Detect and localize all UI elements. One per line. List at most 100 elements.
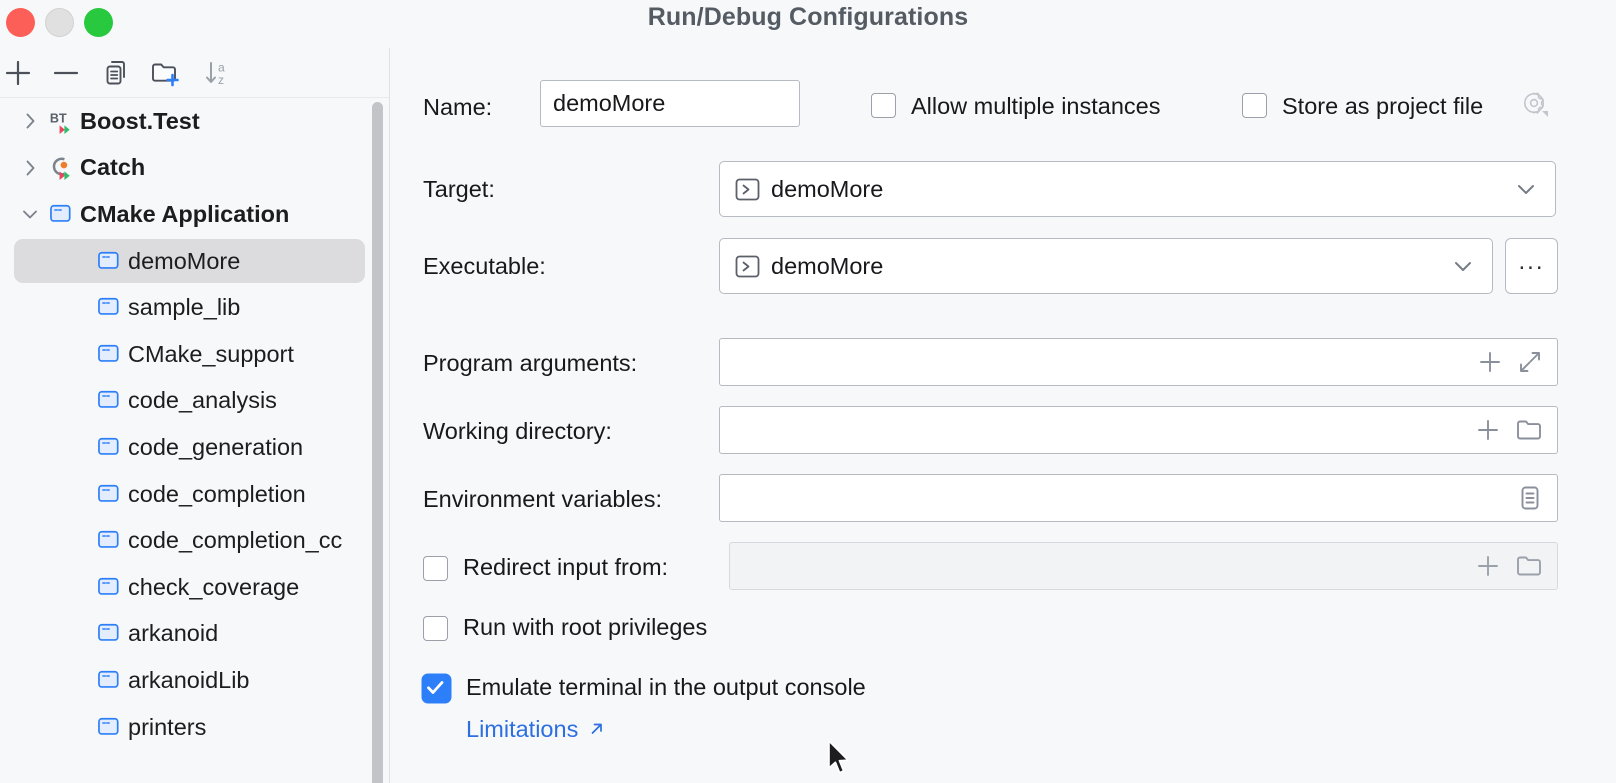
redirect-input-field[interactable] [729,542,1558,590]
project-file-settings-button[interactable] [1523,91,1551,119]
tree-item-label: code_completion_cc [128,527,343,554]
program-arguments-input[interactable] [719,338,1558,386]
environment-variables-label: Environment variables: [423,486,663,512]
tree-item-label: demoMore [128,247,241,274]
chevron-right-icon [26,160,35,176]
tree-item-label: arkanoidLib [128,666,250,693]
run-config-icon [92,713,126,741]
folder-add-icon [152,63,179,87]
redirect-input-label: Redirect input from: [463,554,669,580]
name-label: Name: [423,94,493,120]
run-config-icon [92,527,126,555]
name-input[interactable]: demoMore [540,80,800,127]
configuration-form: Name: demoMore Allow multiple instances … [390,48,1616,783]
run-config-icon [92,433,126,461]
run-config-icon [92,247,126,275]
executable-run-icon [734,253,761,280]
run-config-icon [97,624,119,642]
environment-variables-input[interactable] [719,474,1558,522]
svg-text:z: z [218,73,224,87]
plus-icon [1478,556,1498,576]
tree-expand-toggle[interactable] [16,154,44,182]
allow-multiple-instances-checkbox[interactable] [871,93,896,118]
tree-item-label: printers [128,713,207,740]
folder-icon [1517,556,1541,576]
title-bar: Run/Debug Configurations [0,0,1616,48]
sort-az-icon: a z [206,61,225,87]
program-arguments-expand-button[interactable] [1517,349,1543,375]
tree-item-arkanoid[interactable]: arkanoid [0,611,389,658]
tree-item-sample-lib[interactable]: sample_lib [0,284,389,331]
tree-item-printers[interactable]: printers [0,704,389,751]
new-folder-button[interactable] [148,55,184,91]
emulate-terminal-checkbox[interactable] [424,676,449,701]
window-title: Run/Debug Configurations [647,3,969,31]
tree-item-code-completion[interactable]: code_completion [0,471,389,518]
copy-icon [106,61,125,85]
redirect-input-add-button[interactable] [1475,553,1501,579]
redirect-input-checkbox[interactable] [423,556,448,581]
copy-configuration-button[interactable] [98,55,134,91]
executable-value: demoMore [771,252,884,279]
run-config-icon [92,573,126,601]
tree-item-check-coverage[interactable]: check_coverage [0,564,389,611]
tree-item-code-analysis[interactable]: code_analysis [0,378,389,425]
svg-text:a: a [218,61,225,75]
tree-item-code-generation[interactable]: code_generation [0,424,389,471]
run-config-icon [92,387,126,415]
environment-variables-edit-button[interactable] [1517,484,1543,512]
sidebar-toolbar: a z [0,48,389,98]
target-run-icon [734,176,761,203]
redirect-input-browse-button[interactable] [1515,553,1543,579]
store-as-project-file-checkbox[interactable] [1242,93,1267,118]
executable-chevron-down-icon [1450,253,1476,279]
tree-item-cmake-support[interactable]: CMake_support [0,331,389,378]
tree-item-label: CMake_support [128,340,294,367]
tree-item-label: code_generation [128,433,304,460]
program-arguments-add-button[interactable] [1477,349,1503,375]
executable-browse-button[interactable]: ... [1505,238,1558,294]
catch-icon [44,154,78,182]
plus-icon [1478,420,1498,440]
working-directory-input[interactable] [719,406,1558,454]
maximize-button[interactable] [84,8,113,37]
selection-highlight [14,238,365,284]
target-combobox[interactable]: demoMore [719,161,1556,217]
tree-item-demomore[interactable]: demoMore [0,238,389,285]
mouse-cursor [827,740,853,778]
remove-configuration-button[interactable] [48,55,84,91]
list-edit-icon [1521,486,1539,510]
name-input-value: demoMore [553,90,666,116]
working-directory-label: Working directory: [423,418,612,444]
add-configuration-button[interactable] [0,55,36,91]
working-directory-add-button[interactable] [1475,417,1501,443]
sort-configurations-button[interactable]: a z [199,55,235,91]
run-config-icon [97,717,119,735]
minus-icon [53,71,79,75]
tree-group-catch[interactable]: Catch [0,145,389,192]
working-directory-browse-button[interactable] [1515,417,1543,443]
limitations-link[interactable]: Limitations [466,716,606,743]
tree-item-label: check_coverage [128,573,300,600]
run-config-icon [97,437,119,455]
executable-combobox[interactable]: demoMore [719,238,1493,294]
tree-group-cmake-application[interactable]: CMake Application [0,191,389,238]
tree-item-code-completion-cc[interactable]: code_completion_cc [0,517,389,564]
tree-item-arkanoidlib[interactable]: arkanoidLib [0,657,389,704]
run-with-root-privileges-label: Run with root privileges [463,614,708,640]
tree-collapse-toggle[interactable] [16,200,44,228]
run-config-icon [97,577,119,595]
sidebar-scrollbar[interactable] [372,102,383,783]
close-button[interactable] [6,8,35,37]
boost-test-icon: BT [49,111,70,134]
run-with-root-privileges-checkbox[interactable] [423,616,448,641]
run-config-icon [97,531,119,548]
tree-item-label: sample_lib [128,294,241,321]
minimize-button[interactable] [45,8,74,37]
run-config-icon [92,340,126,368]
boost-test-icon: BT [44,107,78,135]
gear-icon [1524,92,1548,117]
tree-expand-toggle[interactable] [16,107,44,135]
